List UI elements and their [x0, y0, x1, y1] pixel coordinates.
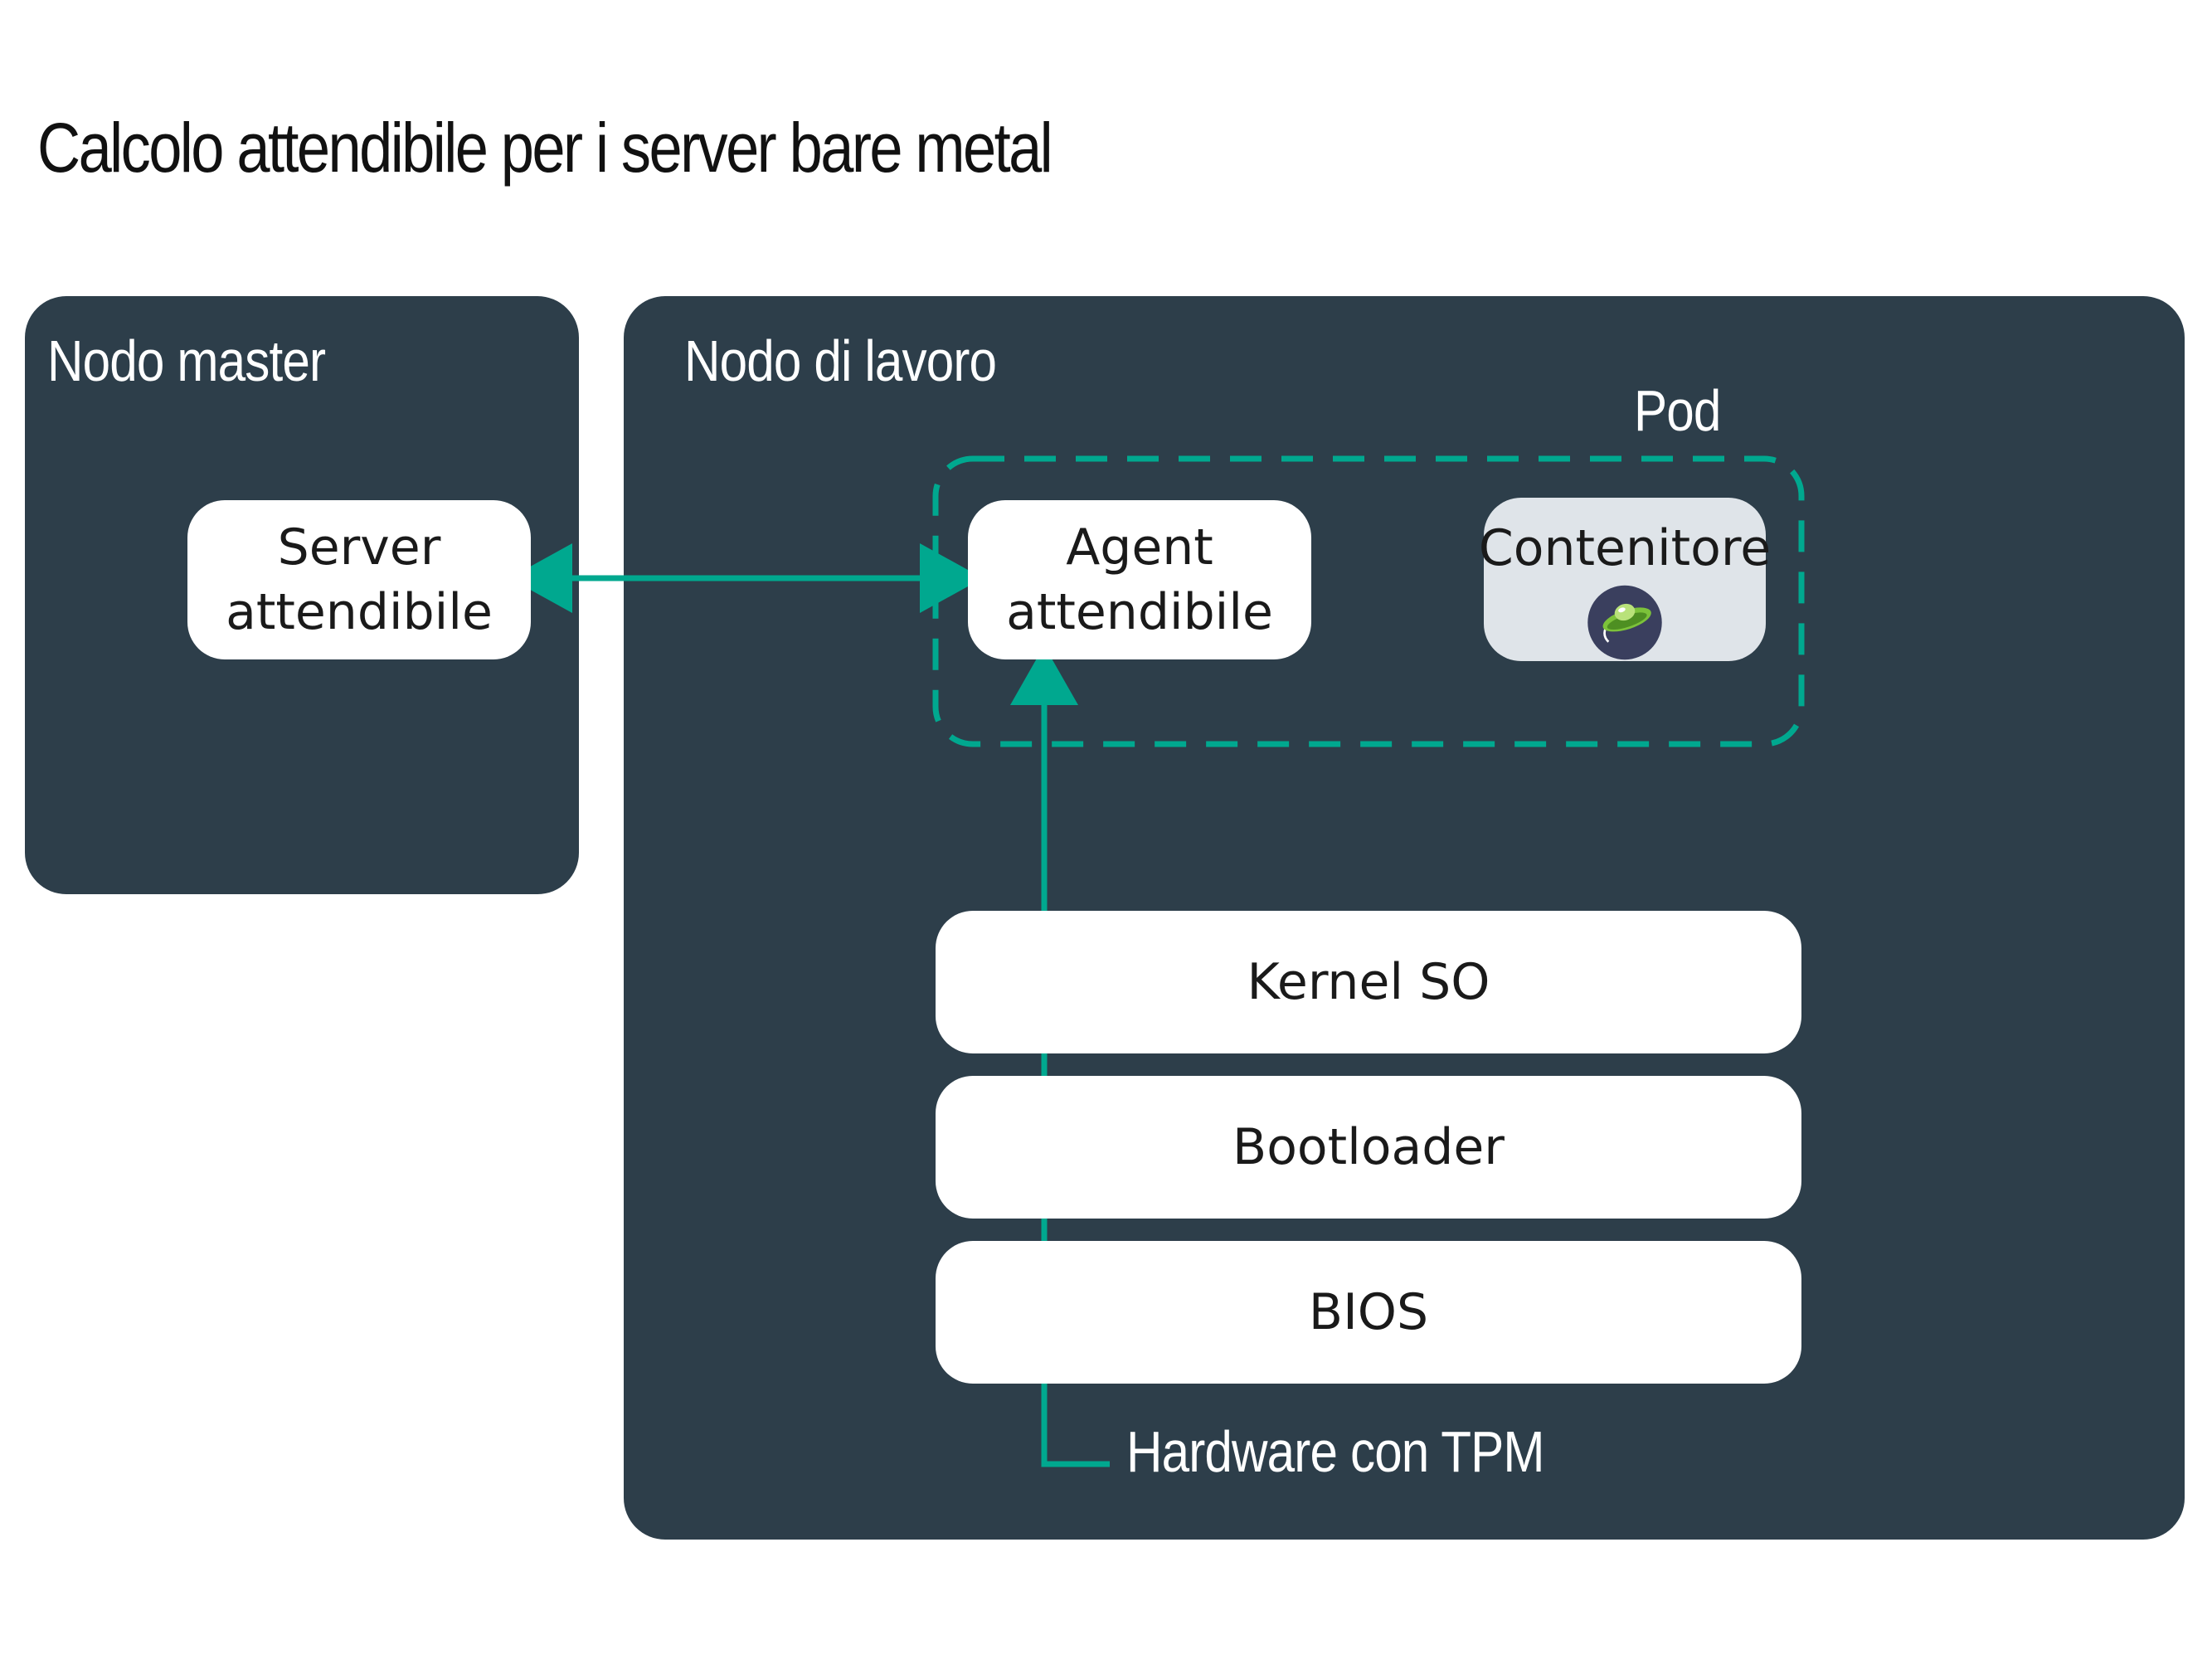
trusted-server-box: Server attendibile: [187, 500, 531, 659]
bootloader-layer: Bootloader: [936, 1076, 1801, 1219]
hardware-label: Hardware con TPM: [1126, 1419, 1545, 1484]
container-box: Contenitore: [1479, 498, 1771, 661]
diagram-title: Calcolo attendibile per i server bare me…: [37, 109, 1053, 187]
bidirectional-arrow: [509, 543, 983, 613]
agent-line-2: attendibile: [1006, 583, 1273, 641]
worker-node-label: Nodo di lavoro: [684, 328, 997, 393]
trusted-agent-box: Agent attendibile: [968, 500, 1311, 659]
agent-line-1: Agent: [1066, 518, 1213, 577]
bios-layer: BIOS: [936, 1241, 1801, 1384]
pod-label: Pod: [1634, 378, 1721, 443]
container-label: Contenitore: [1478, 519, 1772, 577]
server-line-2: attendibile: [226, 583, 493, 641]
ufo-icon: [1587, 585, 1662, 660]
kernel-layer: Kernel SO: [936, 911, 1801, 1053]
master-node-label: Nodo master: [47, 328, 326, 393]
server-line-1: Server: [277, 518, 441, 577]
